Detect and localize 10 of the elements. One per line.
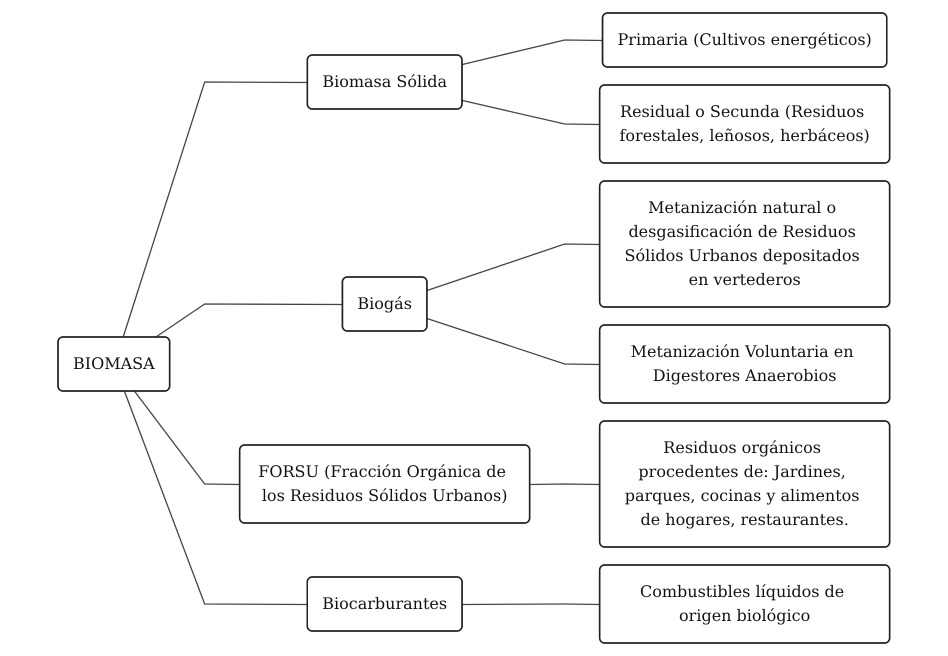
connector [122,81,308,338]
connector [124,391,308,606]
connector [462,603,600,606]
connector [427,318,600,366]
connector [134,391,240,486]
connector [462,100,600,126]
connector [155,303,344,338]
connector [530,483,600,486]
connector [462,39,604,66]
connector [427,243,600,292]
